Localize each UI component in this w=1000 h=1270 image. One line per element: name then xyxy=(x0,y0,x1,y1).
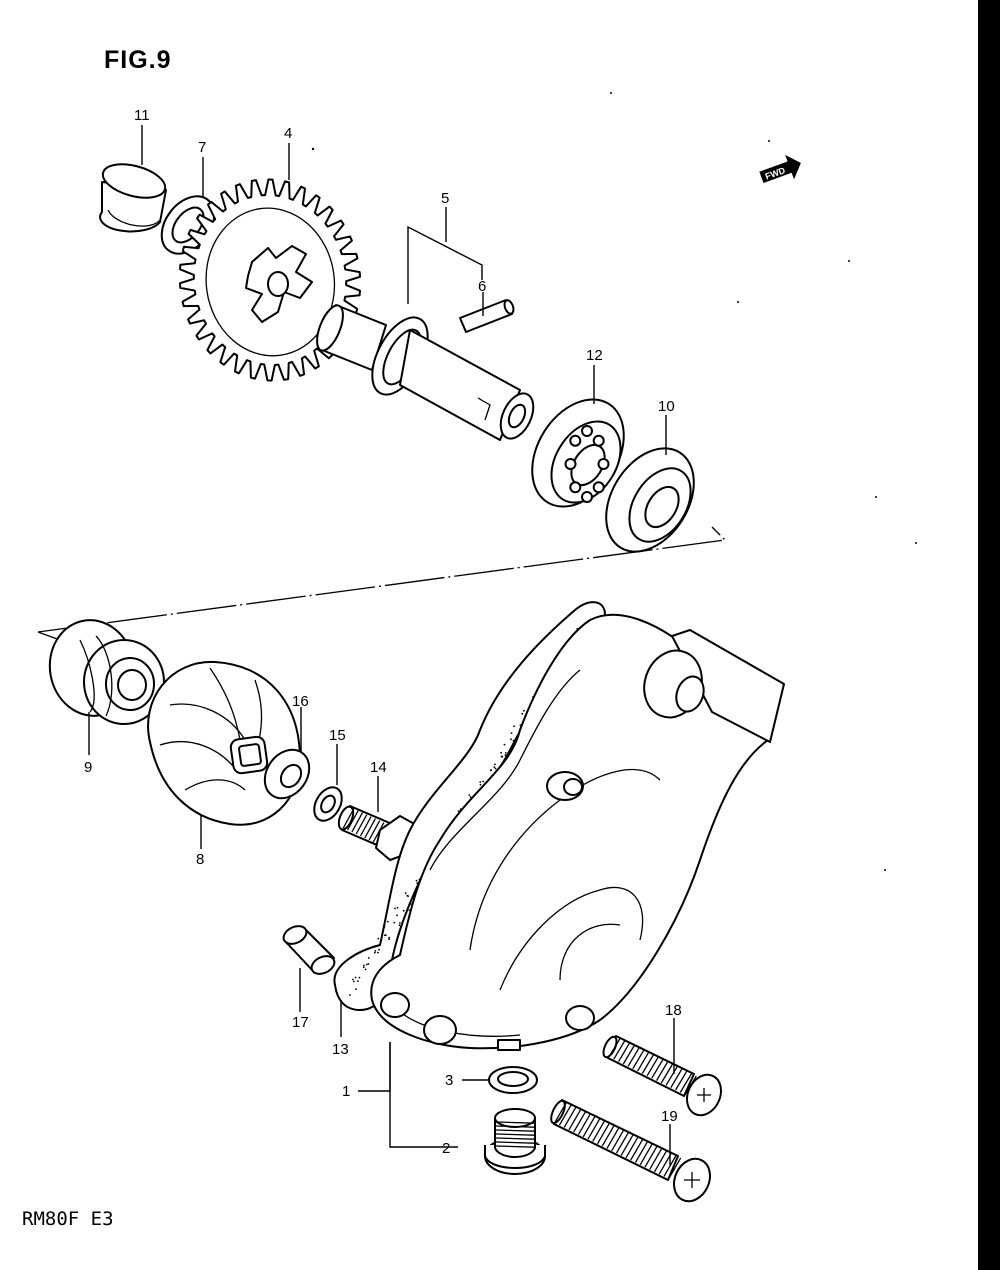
pump-cover-part-1 xyxy=(370,613,785,1051)
oil-seal-part-10 xyxy=(605,447,695,553)
dowel-part-17 xyxy=(282,925,336,975)
gear-part-4 xyxy=(178,178,362,382)
drain-plug-part-2 xyxy=(484,1108,546,1175)
shaft-part-5 xyxy=(316,304,535,441)
washer-part-16 xyxy=(263,748,311,800)
label-9: 9 xyxy=(84,759,92,776)
fwd-label: FWD xyxy=(764,165,787,182)
label-13: 13 xyxy=(332,1041,349,1058)
label-1: 1 xyxy=(342,1083,350,1100)
label-14: 14 xyxy=(370,759,387,776)
label-7: 7 xyxy=(198,139,206,156)
label-8: 8 xyxy=(196,851,204,868)
label-5: 5 xyxy=(441,190,449,207)
bolt-part-14 xyxy=(337,805,419,861)
pin-part-6 xyxy=(459,299,515,333)
label-3: 3 xyxy=(445,1072,453,1089)
label-6: 6 xyxy=(478,278,486,295)
part-labels: 11 7 4 5 6 12 10 9 8 16 15 14 17 13 1 3 … xyxy=(84,107,682,1157)
fwd-arrow-icon: FWD xyxy=(759,154,801,184)
label-4: 4 xyxy=(284,125,292,142)
collar-part-11 xyxy=(99,163,167,233)
washer-part-3 xyxy=(488,1066,538,1094)
washer-part-15 xyxy=(313,786,343,822)
label-17: 17 xyxy=(292,1014,309,1031)
mechanical-seal-part-9 xyxy=(48,619,165,725)
label-19: 19 xyxy=(661,1108,678,1125)
label-12: 12 xyxy=(586,347,603,364)
bearing-part-12 xyxy=(531,398,625,508)
scan-specks xyxy=(311,92,917,871)
figure-title: FIG.9 xyxy=(104,46,172,74)
impeller-part-8 xyxy=(147,660,301,826)
screw-part-19 xyxy=(550,1099,711,1203)
model-code: RM80F E3 xyxy=(22,1208,114,1230)
label-18: 18 xyxy=(665,1002,682,1019)
label-2: 2 xyxy=(442,1140,450,1157)
label-10: 10 xyxy=(658,398,675,415)
label-15: 15 xyxy=(329,727,346,744)
divider-tail xyxy=(37,631,61,641)
scan-edge xyxy=(978,0,1000,1270)
label-16: 16 xyxy=(292,693,309,710)
divider-line xyxy=(37,526,727,633)
leader-lines xyxy=(88,125,675,1165)
screw-part-18 xyxy=(602,1035,723,1117)
label-11: 11 xyxy=(134,107,150,124)
